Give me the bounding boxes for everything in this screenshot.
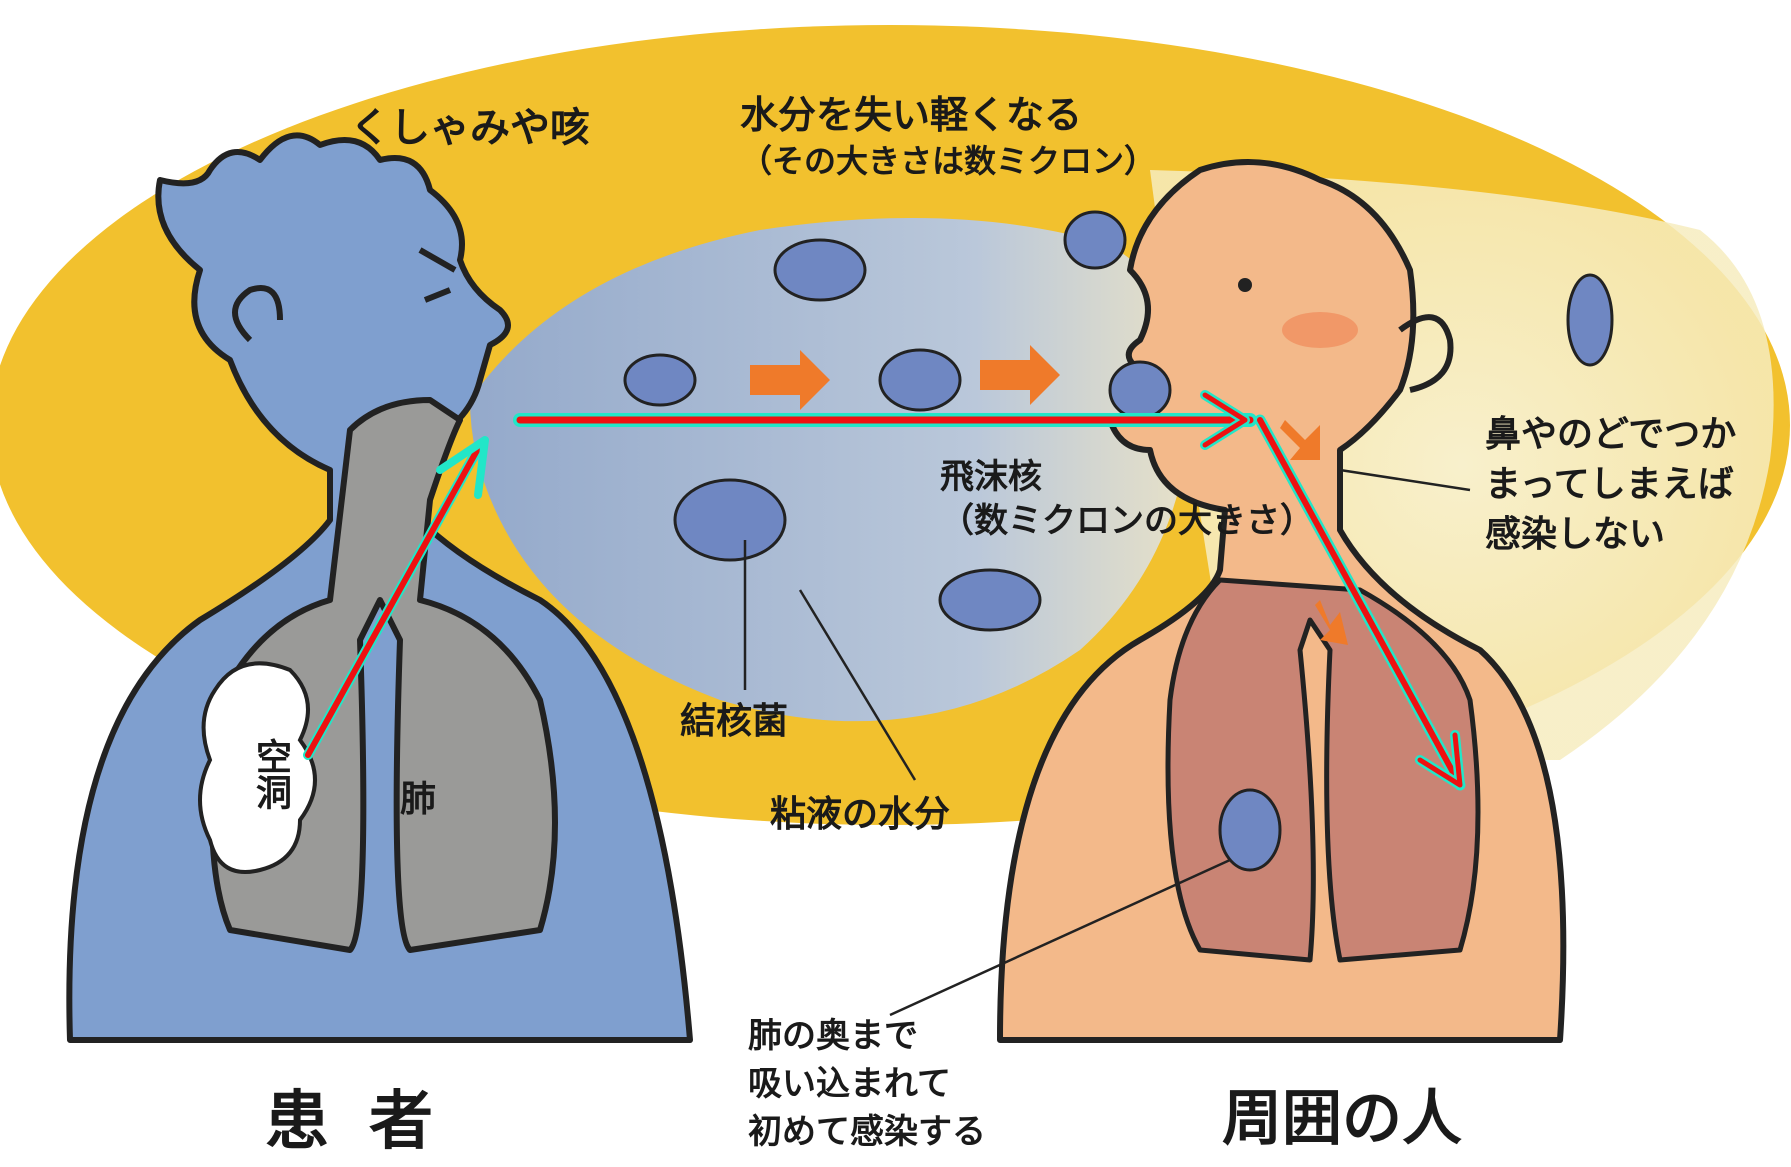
drying-line-2: （その大きさは数ミクロン）: [740, 138, 1156, 184]
nose-throat-line-2: まってしまえば: [1485, 460, 1736, 510]
lung-label: 肺: [400, 770, 436, 822]
tb-bacteria-label: 結核菌: [680, 692, 788, 744]
deep-lung-line-2: 吸い込まれて: [748, 1060, 986, 1108]
deep-lung-line-1: 肺の奥まで: [748, 1012, 986, 1060]
patient-label: 患者: [265, 1070, 473, 1162]
mucus-water-label: 粘液の水分: [770, 785, 950, 837]
nose-throat-line-3: 感染しない: [1485, 510, 1736, 560]
drying-line-1: 水分を失い軽くなる: [740, 92, 1156, 138]
nose-throat-line-1: 鼻やのどでつか: [1485, 410, 1736, 460]
drying-label: 水分を失い軽くなる （その大きさは数ミクロン）: [740, 92, 1156, 184]
surrounding-people-label: 周囲の人: [1222, 1070, 1462, 1157]
nose-throat-label: 鼻やのどでつか まってしまえば 感染しない: [1485, 410, 1736, 560]
deep-lung-line-3: 初めて感染する: [748, 1108, 986, 1156]
droplet-nuclei-label: 飛沫核 （数ミクロンの大きさ）: [940, 455, 1314, 543]
cavity-label: 空洞: [250, 738, 290, 810]
deep-lung-label: 肺の奥まで 吸い込まれて 初めて感染する: [748, 1012, 986, 1156]
droplet-nuclei-line-2: （数ミクロンの大きさ）: [940, 499, 1314, 543]
sneeze-cough-label: くしゃみや咳: [350, 95, 590, 153]
droplet-nuclei-line-1: 飛沫核: [940, 455, 1314, 499]
